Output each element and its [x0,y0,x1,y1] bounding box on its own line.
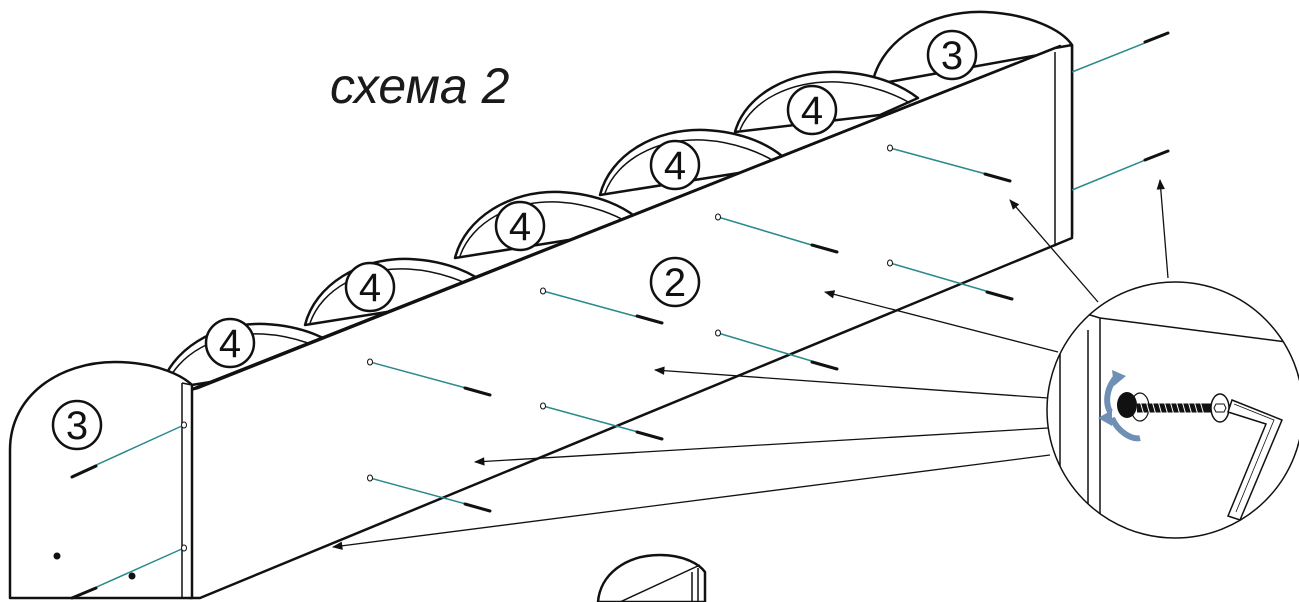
confirmat-screw-icon [1117,392,1230,423]
detail-loupe [1046,281,1299,539]
confirmat-screw-icon [1143,149,1170,162]
confirmat-screw-icon [635,314,664,325]
part-label-4-a: 4 [786,84,838,136]
label-circle [926,29,978,81]
hex-key-icon [1226,399,1283,521]
confirmat-screw-icon [463,386,492,397]
part-label-4-b: 4 [649,139,701,191]
part-label-text: 4 [664,144,686,188]
part-label-text: 4 [359,266,381,310]
confirmat-screw-icon [983,172,1012,183]
diagram-title: схема 2 [330,58,510,114]
part-label-4-d: 4 [344,261,396,313]
confirmat-screw-icon [1143,31,1170,44]
part-label-2: 2 [649,256,701,308]
confirmat-screw-icon [635,430,664,441]
part-label-4-e: 4 [204,317,256,369]
bottom-partial-panel [596,553,707,602]
part-label-4-c: 4 [494,200,546,252]
part-label-3-left: 3 [51,399,103,451]
pointer-arrows [331,178,1169,550]
part-label-text: 4 [801,89,823,133]
screw-holes [53,144,893,580]
left-end-panel [8,360,194,600]
shelf-assembly: 3 4 4 4 4 4 2 3 [8,10,1170,602]
confirmat-screw-icon [463,502,492,513]
part-label-text: 3 [941,34,963,78]
part-label-text: 2 [664,261,686,305]
screw-heads [70,31,1170,600]
rotation-arrow-icon [1098,370,1141,442]
part-label-text: 4 [509,205,531,249]
part-label-3-right: 3 [926,29,978,81]
part-label-text: 4 [219,322,241,366]
confirmat-screw-icon [810,243,839,254]
back-panel [188,43,1074,600]
confirmat-screw-icon [70,586,98,600]
confirmat-screw-icon [70,464,98,479]
confirmat-screw-icon [985,290,1014,301]
confirmat-screw-icon [810,360,839,371]
part-label-text: 3 [66,404,88,448]
